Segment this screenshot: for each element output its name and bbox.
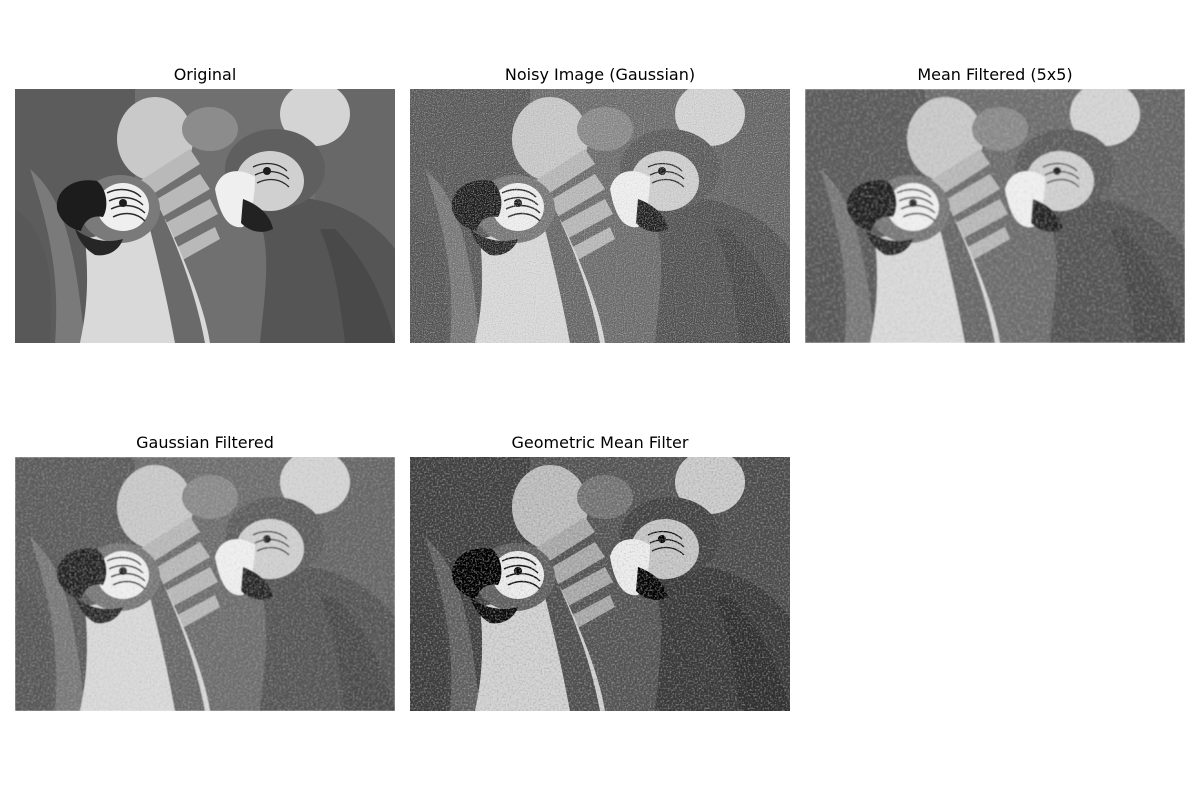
panel-title: Noisy Image (Gaussian) xyxy=(504,65,696,84)
panel-title: Original xyxy=(173,65,237,84)
parrot-image-noisy xyxy=(410,89,790,343)
panel-title: Gaussian Filtered xyxy=(136,433,274,452)
parrot-image-geometric-mean xyxy=(410,457,790,711)
panel-title: Mean Filtered (5x5) xyxy=(917,65,1073,84)
panel-title: Geometric Mean Filter xyxy=(511,433,689,452)
parrot-image-mean-filtered xyxy=(805,89,1185,343)
parrot-image-gaussian-filtered xyxy=(15,457,395,711)
parrot-image-original xyxy=(15,89,395,343)
